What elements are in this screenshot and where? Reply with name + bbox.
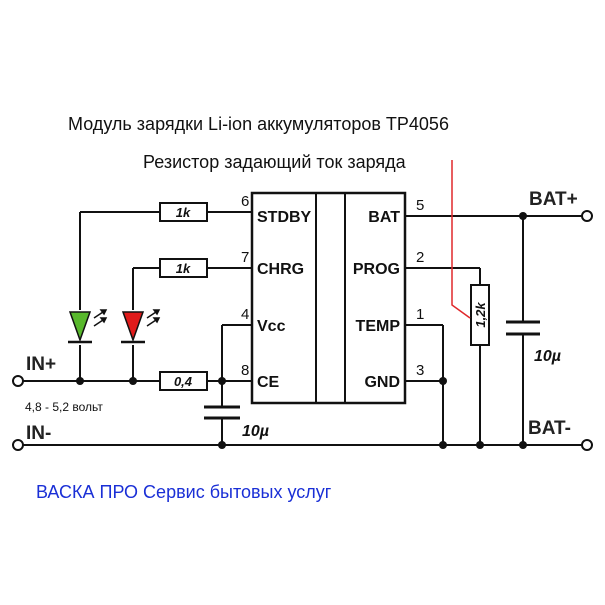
label-in-minus: IN- xyxy=(26,423,51,444)
junction-dot xyxy=(439,441,447,449)
label-bat-minus: BAT- xyxy=(528,418,571,439)
resistor-note: Резистор задающий ток заряда xyxy=(143,152,406,172)
pin-name-stdby: STDBY xyxy=(257,209,312,226)
resistor-icon xyxy=(159,371,208,391)
pin-name-temp: TEMP xyxy=(356,318,401,335)
pin-name-ce: CE xyxy=(257,374,280,391)
light-arrows-icon xyxy=(93,309,108,327)
junction-dot xyxy=(76,377,84,385)
pin-name-chrg: CHRG xyxy=(257,261,304,278)
led-green xyxy=(68,309,108,344)
junctions xyxy=(76,212,527,449)
junction-dot xyxy=(218,377,226,385)
terminals xyxy=(12,210,593,451)
pin-name-bat: BAT xyxy=(368,209,400,226)
junction-dot xyxy=(129,377,137,385)
pin-number-5: 5 xyxy=(416,197,424,214)
resistor-input: 0,4 xyxy=(159,371,208,391)
capacitor-input-value: 10µ xyxy=(242,423,269,440)
junction-dot xyxy=(439,377,447,385)
junction-dot xyxy=(476,441,484,449)
terminal-in-plus-icon xyxy=(12,375,24,387)
pin-number-8: 8 xyxy=(241,362,249,379)
terminal-bat-minus-icon xyxy=(581,439,593,451)
supply-voltage: 4,8 - 5,2 вольт xyxy=(25,400,103,414)
pin-name-prog: PROG xyxy=(353,261,400,278)
pin-number-3: 3 xyxy=(416,362,424,379)
terminal-bat-plus-icon xyxy=(581,210,593,222)
led-red xyxy=(121,309,161,344)
resistor-icon xyxy=(470,284,490,346)
chip-tp4056: STDBY CHRG Vcc CE BAT PROG TEMP GND 6 7 … xyxy=(241,191,424,405)
credit-text: ВАСКА ПРО Сервис бытовых услуг xyxy=(36,482,332,502)
pin-number-6: 6 xyxy=(241,193,249,210)
wires xyxy=(20,211,585,446)
resistor-stdby-value: 1k xyxy=(176,205,191,220)
terminal-in-minus-icon xyxy=(12,439,24,451)
resistor-stdby: 1k xyxy=(159,202,208,222)
diagram-title: Модуль зарядки Li-ion аккумуляторов TP40… xyxy=(68,114,449,134)
pin-name-vcc: Vcc xyxy=(257,318,286,335)
chip-body xyxy=(250,191,407,405)
resistor-icon xyxy=(159,202,208,222)
resistor-prog-value: 1,2k xyxy=(473,302,488,328)
resistor-icon xyxy=(159,258,208,278)
capacitor-output-value: 10µ xyxy=(534,348,561,365)
resistor-chrg: 1k xyxy=(159,258,208,278)
pin-number-1: 1 xyxy=(416,306,424,323)
resistor-chrg-value: 1k xyxy=(176,261,191,276)
junction-dot xyxy=(519,441,527,449)
light-arrows-icon xyxy=(146,309,161,327)
led-green-icon xyxy=(68,311,92,343)
label-in-plus: IN+ xyxy=(26,354,56,375)
capacitor-output: 10µ xyxy=(506,320,561,365)
junction-dot xyxy=(519,212,527,220)
capacitor-input: 10µ xyxy=(204,405,269,440)
label-bat-plus: BAT+ xyxy=(529,189,578,210)
resistor-prog: 1,2k xyxy=(470,284,490,346)
led-red-icon xyxy=(121,311,145,343)
pin-number-2: 2 xyxy=(416,249,424,266)
junction-dot xyxy=(218,441,226,449)
resistor-pointer-line xyxy=(451,160,471,319)
pin-number-7: 7 xyxy=(241,249,249,266)
pin-number-4: 4 xyxy=(241,306,249,323)
pin-name-gnd: GND xyxy=(364,374,400,391)
resistor-input-value: 0,4 xyxy=(174,374,193,389)
